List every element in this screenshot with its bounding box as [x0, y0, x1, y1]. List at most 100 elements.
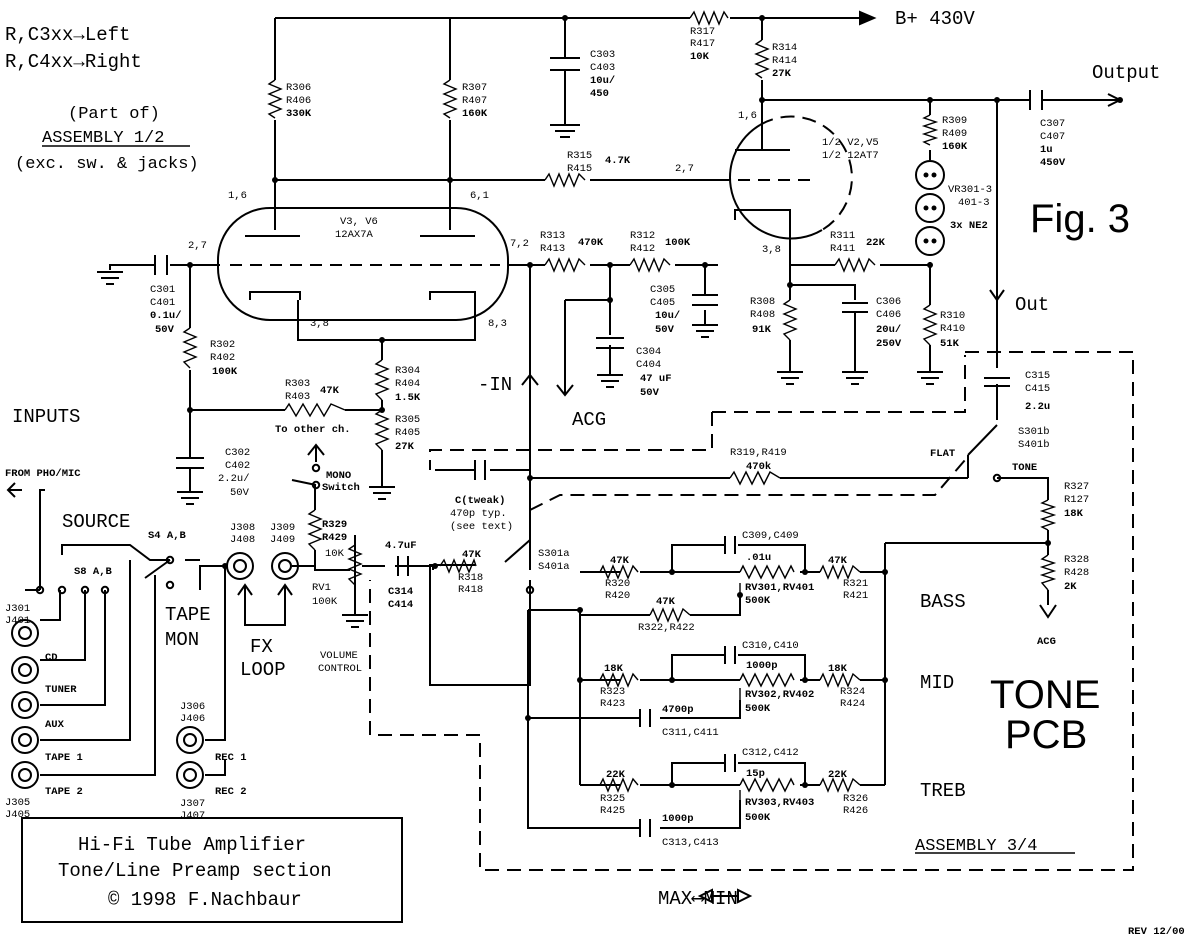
c302-value: 2.2u/	[218, 473, 250, 485]
rv302-label: RV302,RV402	[745, 689, 814, 701]
c307-label: C307	[1040, 118, 1065, 130]
j309-alt: J409	[270, 534, 295, 546]
r315-alt: R415	[567, 163, 592, 175]
resistor-r302	[182, 327, 198, 369]
r311-alt: R411	[830, 243, 855, 255]
acg2-label: ACG	[1037, 636, 1056, 648]
c315-label: C315	[1025, 370, 1050, 382]
c306-alt: C406	[876, 309, 901, 321]
out-label: Out	[1015, 294, 1049, 316]
capacitor-c314	[397, 556, 409, 576]
vr301-value: 3x NE2	[950, 220, 988, 232]
mid-label: MID	[920, 672, 954, 694]
rec1-label: REC 1	[215, 752, 247, 764]
source-label: SOURCE	[62, 511, 130, 533]
r329-value: 10K	[325, 548, 345, 560]
mono-switch-label: Switch	[322, 482, 360, 494]
j307-label: J307	[180, 798, 205, 810]
capacitor-c312	[724, 754, 736, 772]
resistor-r304	[374, 359, 390, 401]
c305-alt: C405	[650, 297, 675, 309]
resistor-r318	[439, 558, 477, 574]
resistors	[182, 10, 1057, 800]
r326-alt: R426	[843, 805, 868, 817]
rv1-label: RV1	[312, 582, 331, 594]
r323-label: R323	[600, 686, 625, 698]
c303-label: C303	[590, 49, 615, 61]
fx-label-2: LOOP	[240, 659, 286, 681]
bass-label: BASS	[920, 591, 966, 613]
s4-label: S4 A,B	[148, 530, 187, 542]
wires	[25, 10, 1120, 829]
r307-alt: R407	[462, 95, 487, 107]
c304-alt: C404	[636, 359, 661, 371]
tone-label: TONE	[1012, 462, 1037, 474]
resistor-r313	[544, 257, 586, 273]
c304-value: 47 uF	[640, 373, 672, 385]
r312-label: R312	[630, 230, 655, 242]
rev-label: REV 12/00	[1128, 926, 1185, 938]
r325-alt: R425	[600, 805, 625, 817]
aux-label: AUX	[45, 719, 65, 731]
r305-label: R305	[395, 414, 420, 426]
r322-label: R322,R422	[638, 622, 695, 634]
volume-label-2: CONTROL	[318, 663, 362, 675]
r318-alt: R418	[458, 584, 483, 596]
capacitor-ctweak	[474, 460, 486, 480]
r306-label: R306	[286, 82, 311, 94]
c311-value: 4700p	[662, 704, 694, 716]
tube-v2-name: 1/2 V2,V5	[822, 137, 879, 149]
potentiometer-rv1	[347, 544, 363, 586]
ctweak-value: 470p typ.	[450, 508, 507, 520]
r326-label: R326	[843, 793, 868, 805]
ctweak-note: (see text)	[450, 521, 513, 533]
r309-alt: R409	[942, 128, 967, 140]
r302-label: R302	[210, 339, 235, 351]
c314-alt: C414	[388, 599, 413, 611]
c315-alt: C415	[1025, 383, 1050, 395]
j307-alt: J407	[180, 810, 205, 822]
resistor-r320	[599, 564, 639, 580]
capacitor-c309	[724, 536, 736, 554]
vr301-alt: 401-3	[958, 197, 990, 209]
junction-dots	[187, 15, 1123, 788]
resistor-r312	[629, 257, 671, 273]
c306-label: C306	[876, 296, 901, 308]
tube-v3-grid-left: 2,7	[188, 240, 207, 252]
resistor-r307	[442, 79, 458, 119]
r304-value: 1.5K	[395, 392, 421, 404]
r320-label: R320	[605, 578, 630, 590]
c302-voltage: 50V	[230, 487, 250, 499]
r303-label: R303	[285, 378, 310, 390]
r318-value: 47K	[462, 549, 482, 561]
r324-alt: R424	[840, 698, 865, 710]
j305-alt: J405	[5, 809, 30, 821]
r304-label: R304	[395, 365, 420, 377]
c311-label: C311,C411	[662, 727, 719, 739]
figure-label: Fig. 3	[1030, 197, 1130, 241]
c303-value: 10u/	[590, 75, 615, 87]
treb-label: TREB	[920, 780, 966, 802]
title-line3: © 1998 F.Nachbaur	[108, 889, 302, 911]
tone-pcb-line2: PCB	[1005, 713, 1087, 757]
c301-value: 0.1u/	[150, 310, 182, 322]
other-channel-label: To other ch.	[275, 424, 351, 436]
tube-v2-grid: 2,7	[675, 163, 694, 175]
r328-value: 2K	[1064, 581, 1077, 593]
labels: R,C3xx→Left R,C4xx→Right (Part of) ASSEM…	[5, 8, 1185, 938]
capacitor-c313	[639, 819, 651, 837]
r305-value: 27K	[395, 441, 415, 453]
r324-label: R324	[840, 686, 865, 698]
r328-alt: R428	[1064, 567, 1089, 579]
r320-alt: R420	[605, 590, 630, 602]
r309-label: R309	[942, 115, 967, 127]
assembly-34-label: ASSEMBLY 3/4	[915, 837, 1037, 856]
c314-label: C314	[388, 586, 413, 598]
potentiometer-rv303	[739, 777, 795, 800]
r306-alt: R406	[286, 95, 311, 107]
in-label: -IN	[478, 374, 512, 396]
r323-alt: R423	[600, 698, 625, 710]
c307-value: 1u	[1040, 144, 1053, 156]
bplus-label: B+ 430V	[895, 8, 975, 30]
tube-v3-cath-left: 3,8	[310, 318, 329, 330]
